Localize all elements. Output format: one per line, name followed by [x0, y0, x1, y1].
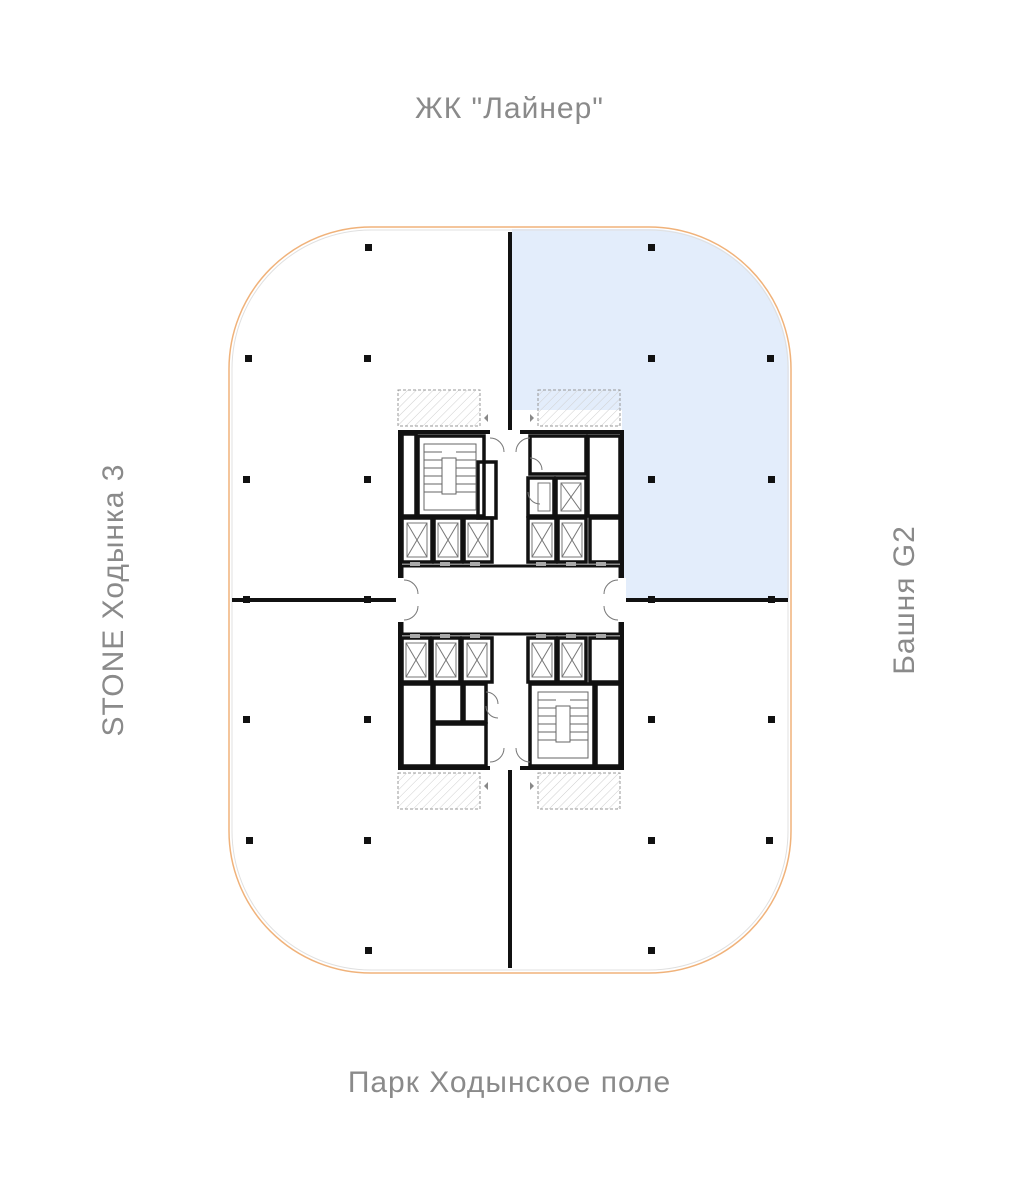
hatched-zones: [397, 389, 621, 810]
structural-columns: [243, 244, 775, 954]
highlighted-office-zone[interactable]: [512, 229, 795, 600]
doors: [396, 430, 626, 770]
building-core: [396, 430, 626, 770]
door-markers: [484, 414, 534, 790]
south-neighbor-label: Парк Ходынское поле: [347, 1066, 672, 1099]
north-neighbor-label: ЖК "Лайнер": [415, 92, 604, 125]
stairwells: [423, 443, 589, 759]
